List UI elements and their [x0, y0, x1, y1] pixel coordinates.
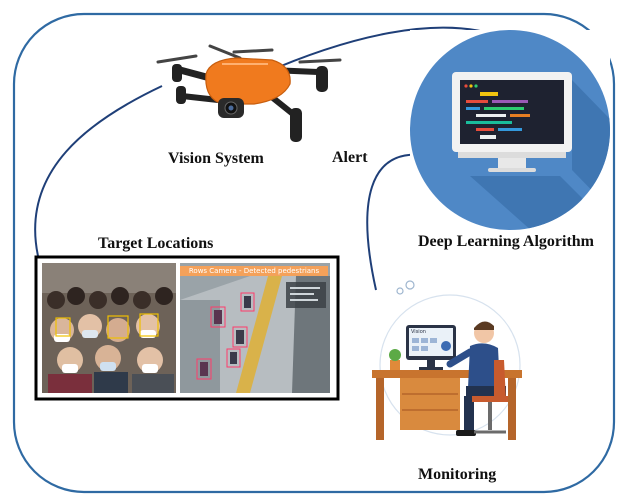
crowd-image — [42, 263, 176, 393]
outer-frame — [12, 12, 616, 494]
monitor-window-title: Vision — [411, 329, 426, 335]
label-alert: Alert — [332, 149, 368, 166]
aerial-surveillance-image — [180, 263, 330, 393]
label-vision-system: Vision System — [168, 150, 264, 167]
target-locations-panel — [34, 255, 340, 401]
monitoring-workstation-icon — [372, 280, 522, 440]
surveillance-banner: Rows Camera - Detected pedestrians — [180, 266, 328, 276]
drone-icon — [156, 44, 342, 142]
label-deep-learning-algorithm: Deep Learning Algorithm — [418, 233, 594, 250]
connector-drone-to-target — [34, 85, 163, 257]
connector-algorithm-to-monitoring — [366, 153, 423, 291]
deep-learning-computer-icon — [410, 30, 610, 230]
label-monitoring: Monitoring — [418, 466, 497, 483]
label-target-locations: Target Locations — [98, 235, 214, 252]
